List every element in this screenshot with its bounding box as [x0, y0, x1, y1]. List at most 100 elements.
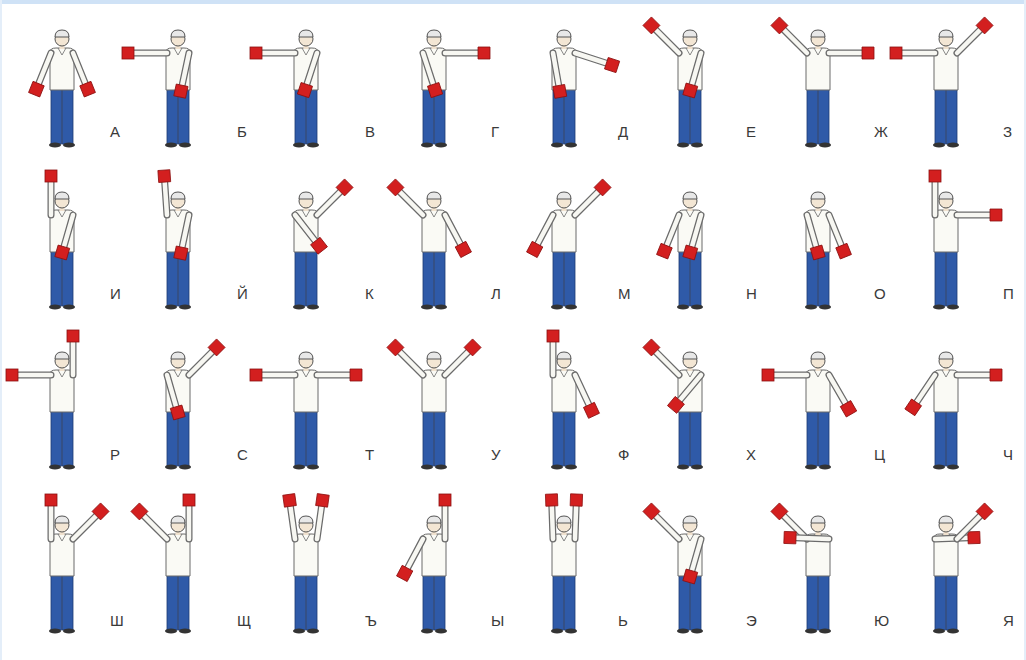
arm-outline [17, 372, 51, 379]
signaller-figure [387, 179, 471, 310]
signaller-figure [397, 494, 451, 634]
arm-outline [261, 372, 295, 379]
shoe [947, 143, 959, 148]
arm [261, 373, 295, 378]
trouser-leg [179, 574, 190, 630]
flag [683, 83, 698, 98]
arm-outline [552, 505, 553, 539]
arm [575, 191, 599, 215]
shoe [551, 143, 563, 148]
arm [290, 505, 295, 539]
collar [174, 210, 182, 217]
shoe [165, 465, 177, 470]
shoe [819, 629, 831, 634]
arm-outline [48, 505, 55, 539]
arm-outline [445, 50, 479, 57]
flag [990, 209, 1002, 221]
letter-label: А [110, 123, 120, 141]
collar [814, 48, 822, 55]
flag [297, 83, 312, 98]
arm-outline [692, 53, 701, 86]
cap [939, 352, 953, 359]
arm-outline [679, 375, 701, 401]
arm-outline [64, 215, 73, 248]
arm [537, 215, 553, 245]
cap [55, 192, 69, 199]
arm-outline [442, 505, 449, 539]
cap [299, 516, 313, 523]
shoe [165, 143, 177, 148]
cap [939, 192, 953, 199]
flag [810, 245, 825, 260]
trouser-leg [807, 88, 818, 144]
shoe [677, 305, 689, 310]
shoe [565, 629, 577, 634]
cap [55, 30, 69, 37]
trouser-leg [435, 250, 446, 306]
flag [67, 330, 79, 342]
cap [939, 516, 953, 523]
flag [131, 503, 148, 520]
collar [302, 370, 310, 377]
arm [64, 215, 73, 248]
arm [679, 375, 701, 401]
shoe [805, 143, 817, 148]
arm-outline [167, 375, 176, 408]
shoe [307, 143, 319, 148]
shoe [933, 305, 945, 310]
flag [547, 330, 559, 342]
shoe [49, 143, 61, 148]
signaller-figure [527, 179, 611, 310]
shoe [947, 629, 959, 634]
trouser-leg [553, 410, 564, 466]
arm-outline [692, 215, 701, 248]
trouser-leg [63, 574, 74, 630]
trouser-leg [935, 250, 946, 306]
flag [527, 241, 543, 257]
shoe [819, 305, 831, 310]
flag [387, 179, 404, 196]
signaller-figure [657, 192, 703, 310]
shoe [421, 305, 433, 310]
collar [302, 210, 310, 217]
shoe [435, 629, 447, 634]
flag [976, 503, 993, 520]
letter-label: М [618, 285, 631, 303]
arm-outline [575, 505, 576, 539]
arm [575, 505, 576, 539]
signaller-figure [131, 494, 195, 634]
shoe [677, 143, 689, 148]
shoe [63, 629, 75, 634]
letter-label: Э [746, 612, 757, 630]
arm [655, 515, 679, 539]
shoe [165, 305, 177, 310]
arm-outline [807, 215, 816, 248]
arm-outline [317, 191, 341, 215]
flag [643, 339, 660, 356]
letter-label: Х [746, 446, 756, 464]
trouser-leg [51, 574, 62, 630]
arm [935, 538, 969, 539]
flag [158, 170, 171, 183]
arm [445, 51, 479, 56]
arm-outline [575, 375, 589, 406]
arm [666, 215, 679, 247]
flag [667, 396, 684, 413]
trouser-leg [51, 88, 62, 144]
shoe [179, 143, 191, 148]
signaller-figure [421, 30, 490, 148]
arm-outline [407, 539, 423, 569]
collar [302, 534, 310, 541]
arm-outline [70, 341, 77, 375]
flag [455, 241, 471, 257]
arm-outline [182, 53, 189, 86]
trouser-leg [295, 410, 306, 466]
cap [171, 516, 185, 523]
top-border [0, 0, 1026, 4]
arm [901, 51, 935, 56]
flag [427, 83, 442, 98]
arm [957, 515, 981, 539]
collar [430, 534, 438, 541]
shoe [933, 465, 945, 470]
letter-label: Г [491, 123, 499, 141]
